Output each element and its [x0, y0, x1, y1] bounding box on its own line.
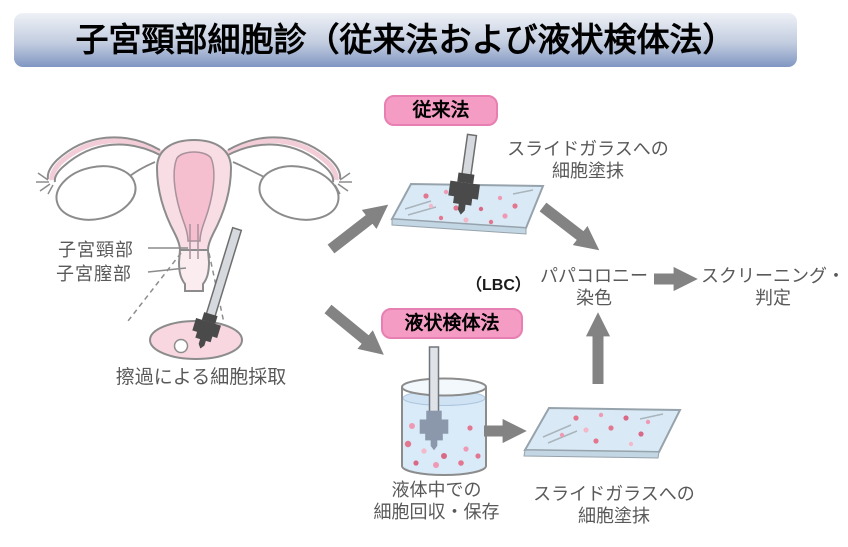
left-ovary [55, 165, 137, 221]
sampling-brush-icon [192, 312, 221, 349]
label-lbc-abbreviation: （LBC） [466, 277, 531, 294]
right-ovary [258, 165, 340, 221]
cell-dots-2 [559, 412, 651, 447]
uterus-illustration [36, 136, 352, 360]
fimbriae-left [36, 172, 54, 195]
page-title: 子宮頸部細胞診（従来法および液状検体法） [14, 13, 797, 67]
arrow-slide-to-stain-icon [539, 202, 600, 251]
container-brush-icon [419, 410, 449, 451]
smear-brush-icon [448, 172, 481, 215]
badge-conventional-method: 従来法 [384, 95, 498, 126]
caption-liquid-collection: 液体中での 細胞回収・保存 [373, 480, 500, 522]
caption-screening-judgement: スクリーニング・ 判定 [701, 266, 845, 308]
uterine-cavity [173, 151, 215, 242]
container-dots [404, 423, 481, 468]
container-brush-rod [428, 346, 440, 418]
label-vaginal-part: 子宮膣部 [56, 264, 132, 284]
lbc-slide-illustration [523, 406, 682, 459]
caption-papanicolaou-stain: パパコロニー 染色 [540, 266, 648, 308]
vaginal-canal [177, 249, 211, 292]
right-tube-outline [227, 136, 342, 180]
caption-lbc-smear: スライドガラスへの 細胞塗抹 [533, 484, 695, 526]
flow-arrows [324, 202, 698, 444]
specimen-container-illustration [401, 346, 487, 476]
smear-streaks [404, 189, 534, 216]
cell-dots [423, 189, 518, 225]
conventional-slide-illustration [390, 133, 545, 235]
sampling-brush-rod [204, 226, 243, 320]
label-cervix: 子宮頸部 [58, 240, 134, 260]
left-tube-outline [46, 136, 161, 180]
caption-conventional-smear: スライドガラスへの 細胞塗抹 [507, 139, 669, 181]
arrow-to-lbc-icon [324, 304, 384, 355]
caption-cell-sampling: 擦過による細胞採取 [115, 367, 287, 388]
badge-lbc-method: 液状検体法 [381, 308, 523, 339]
arrow-to-conventional-icon [327, 204, 389, 254]
smear-brush-rod [460, 133, 478, 179]
